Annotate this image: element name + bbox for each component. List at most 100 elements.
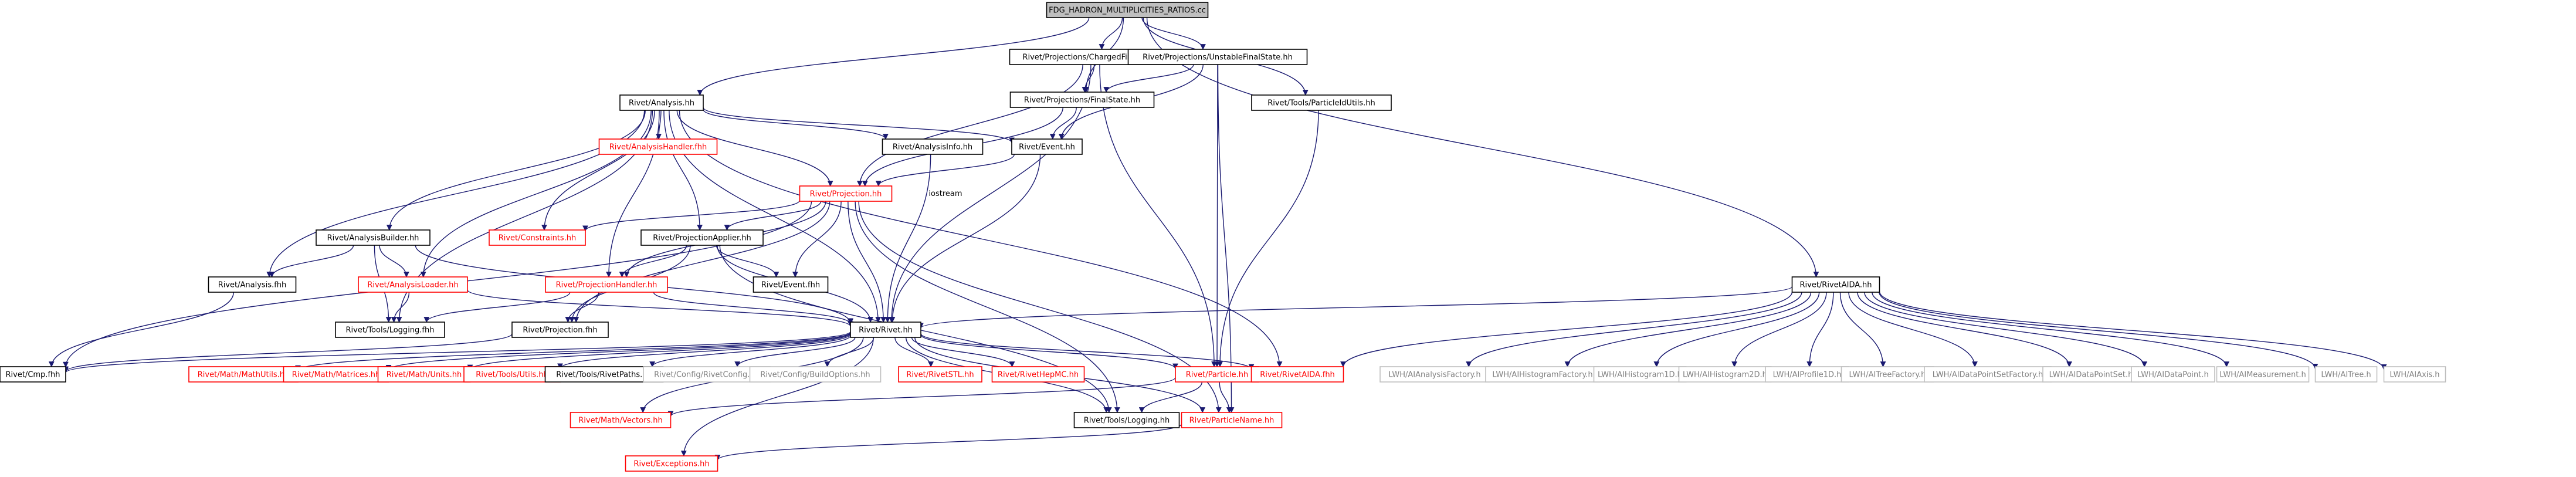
node-label-exceptions: Rivet/Exceptions.hh bbox=[633, 460, 709, 469]
edge-rivetaida-to-lwh_tf bbox=[1839, 292, 1886, 367]
node-analysis[interactable]: Rivet/Analysis.hh bbox=[619, 94, 704, 111]
node-label-vectors: Rivet/Math/Vectors.hh bbox=[578, 417, 663, 425]
edge-rivetaida-to-lwh_tree bbox=[1879, 292, 2319, 370]
node-unstablefs[interactable]: Rivet/Projections/UnstableFinalState.hh bbox=[1127, 49, 1308, 65]
edge-rivethh-to-matrices bbox=[385, 332, 851, 371]
node-particlename[interactable]: Rivet/ParticleName.hh bbox=[1181, 412, 1283, 428]
edge-event-to-projection bbox=[875, 154, 1015, 187]
node-label-analysis: Rivet/Analysis.hh bbox=[629, 99, 694, 108]
node-rivetconfig: Rivet/Config/RivetConfig.hh bbox=[643, 366, 771, 383]
edge-projhandler-to-toolslogfhh bbox=[423, 292, 571, 323]
node-eventfhh[interactable]: Rivet/Event.fhh bbox=[753, 276, 829, 293]
node-label-projapplier: Rivet/ProjectionApplier.hh bbox=[653, 234, 751, 243]
node-box-lwh_af bbox=[1379, 366, 1490, 383]
edge-unstablefs-to-particle bbox=[1214, 64, 1220, 367]
node-box-buildoptions bbox=[749, 366, 882, 383]
edge-unstablefs-to-particlename bbox=[1217, 64, 1235, 413]
node-label-rivethh: Rivet/Rivet.hh bbox=[859, 326, 913, 335]
node-box-unstablefs bbox=[1127, 49, 1308, 65]
node-box-lwh_dpsf bbox=[1924, 366, 2052, 383]
node-label-lwh_dpsf: LWH/AIDataPointSetFactory.h bbox=[1933, 371, 2043, 380]
node-vectors[interactable]: Rivet/Math/Vectors.hh bbox=[570, 412, 672, 428]
node-particle[interactable]: Rivet/Particle.hh bbox=[1175, 366, 1259, 383]
node-mathutils[interactable]: Rivet/Math/MathUtils.hh bbox=[188, 366, 299, 383]
node-label-finalstate: Rivet/Projections/FinalState.hh bbox=[1024, 96, 1140, 105]
node-rivethh[interactable]: Rivet/Rivet.hh bbox=[850, 322, 921, 338]
edge-particle-to-particlename bbox=[1219, 381, 1232, 413]
edge-root-to-analysis bbox=[697, 17, 1090, 96]
node-matrices[interactable]: Rivet/Math/Matrices.hh bbox=[283, 366, 389, 383]
edge-analysis-to-projection bbox=[676, 110, 833, 187]
node-label-lwh_axis: LWH/AIAxis.h bbox=[2389, 371, 2439, 380]
node-analysisinfo[interactable]: Rivet/AnalysisInfo.hh bbox=[882, 138, 984, 155]
edge-analysis-to-analysisbuilder bbox=[386, 110, 646, 231]
node-label-lwh_tree: LWH/AITree.h bbox=[2321, 371, 2371, 380]
node-projapplier[interactable]: Rivet/ProjectionApplier.hh bbox=[640, 229, 764, 246]
edge-event-to-rivethh bbox=[889, 154, 1041, 323]
node-box-analysisinfo bbox=[882, 138, 984, 155]
node-label-rivetconfig: Rivet/Config/RivetConfig.hh bbox=[654, 371, 760, 380]
edge-projfhh-to-cmpfhh bbox=[63, 333, 513, 373]
edge-rivethh-to-rivetconfig bbox=[734, 337, 856, 367]
node-root[interactable]: FDG_HADRON_MULTIPLICITIES_RATIOS.cc bbox=[1046, 2, 1209, 18]
node-lwh_dp: LWH/AIDataPoint.h bbox=[2131, 366, 2215, 383]
node-label-analysisloader: Rivet/AnalysisLoader.hh bbox=[367, 281, 458, 290]
node-label-constraints: Rivet/Constraints.hh bbox=[499, 234, 577, 243]
edge-rivethh-to-particle bbox=[920, 334, 1178, 370]
node-logging[interactable]: Rivet/Tools/Logging.hh bbox=[1073, 412, 1180, 428]
node-analysisloader[interactable]: Rivet/AnalysisLoader.hh bbox=[358, 276, 468, 293]
node-projection[interactable]: Rivet/Projection.hh bbox=[799, 185, 893, 202]
edge-analysisfhh-to-cmpfhh bbox=[48, 292, 234, 367]
edge-projapplier-to-projhandler bbox=[619, 245, 687, 278]
node-box-analysisbuilder bbox=[316, 229, 431, 246]
node-label-lwh_h1: LWH/AIHistogram1D.h bbox=[1598, 371, 1682, 380]
edge-analysis-to-projapplier bbox=[663, 110, 703, 231]
node-box-vectors bbox=[570, 412, 672, 428]
node-label-analysisinfo: Rivet/AnalysisInfo.hh bbox=[893, 143, 972, 152]
node-label-utils: Rivet/Tools/Utils.hh bbox=[476, 371, 548, 380]
node-lwh_m: LWH/AIMeasurement.h bbox=[2216, 366, 2310, 383]
node-rivetstl[interactable]: Rivet/RivetSTL.hh bbox=[898, 366, 982, 383]
edge-rivethh-to-cmpfhh bbox=[63, 331, 851, 374]
node-box-lwh_h2 bbox=[1678, 366, 1772, 383]
node-rivetaidafhh[interactable]: Rivet/RivetAIDA.fhh bbox=[1250, 366, 1344, 383]
node-label-lwh_p1: LWH/AIProfile1D.h bbox=[1773, 371, 1842, 380]
node-exceptions[interactable]: Rivet/Exceptions.hh bbox=[625, 455, 718, 472]
node-projfhh[interactable]: Rivet/Projection.fhh bbox=[511, 322, 609, 338]
node-rivethepmc[interactable]: Rivet/RivetHepMC.hh bbox=[991, 366, 1085, 383]
node-label-lwh_dps: LWH/AIDataPointSet.h bbox=[2049, 371, 2133, 380]
node-finalstate[interactable]: Rivet/Projections/FinalState.hh bbox=[1009, 92, 1155, 108]
node-box-cmpfhh bbox=[0, 366, 66, 383]
node-rivetaida[interactable]: Rivet/RivetAIDA.hh bbox=[1791, 276, 1880, 293]
node-lwh_hf: LWH/AIHistogramFactory.h bbox=[1485, 366, 1600, 383]
node-box-analysis bbox=[619, 94, 704, 111]
edge-rivetaida-to-rivetaidafhh bbox=[1340, 292, 1793, 367]
node-analysishandler[interactable]: Rivet/AnalysisHandler.fhh bbox=[598, 138, 718, 155]
node-box-lwh_hf bbox=[1485, 366, 1600, 383]
node-projhandler[interactable]: Rivet/ProjectionHandler.hh bbox=[545, 276, 668, 293]
node-lwh_h2: LWH/AIHistogram2D.h bbox=[1678, 366, 1772, 383]
node-constraints[interactable]: Rivet/Constraints.hh bbox=[489, 229, 586, 246]
edge-projhandler-to-rivethh bbox=[653, 292, 853, 325]
edge-analysis-to-analysishandler bbox=[656, 110, 662, 140]
edge-rivethh-to-mathutils bbox=[295, 331, 851, 371]
node-particleidutils[interactable]: Rivet/Tools/ParticleIdUtils.hh bbox=[1251, 94, 1392, 111]
node-units[interactable]: Rivet/Math/Units.hh bbox=[377, 366, 471, 383]
node-event[interactable]: Rivet/Event.hh bbox=[1011, 138, 1083, 155]
edge-rivetaida-to-lwh_m bbox=[1872, 292, 2229, 367]
node-cmpfhh[interactable]: Rivet/Cmp.fhh bbox=[0, 366, 66, 383]
node-analysisbuilder[interactable]: Rivet/AnalysisBuilder.hh bbox=[316, 229, 431, 246]
node-analysisfhh[interactable]: Rivet/Analysis.fhh bbox=[208, 276, 297, 293]
node-label-rivetaida: Rivet/RivetAIDA.hh bbox=[1799, 281, 1872, 290]
node-box-root bbox=[1046, 2, 1209, 18]
node-box-analysisloader bbox=[358, 276, 468, 293]
edge-analysis-to-analysisinfo bbox=[703, 109, 889, 140]
edge-unstablefs-to-finalstate bbox=[1103, 64, 1194, 93]
node-label-rivetstl: Rivet/RivetSTL.hh bbox=[906, 371, 974, 380]
edge-rivethh-to-rivetstl bbox=[894, 337, 934, 367]
node-label-rivetaidafhh: Rivet/RivetAIDA.fhh bbox=[1260, 371, 1335, 380]
node-buildoptions: Rivet/Config/BuildOptions.hh bbox=[749, 366, 882, 383]
node-lwh_tree: LWH/AITree.h bbox=[2314, 366, 2378, 383]
node-toolslogfhh[interactable]: Rivet/Tools/Logging.fhh bbox=[335, 322, 445, 338]
edge-rivethh-to-utils bbox=[557, 333, 851, 370]
